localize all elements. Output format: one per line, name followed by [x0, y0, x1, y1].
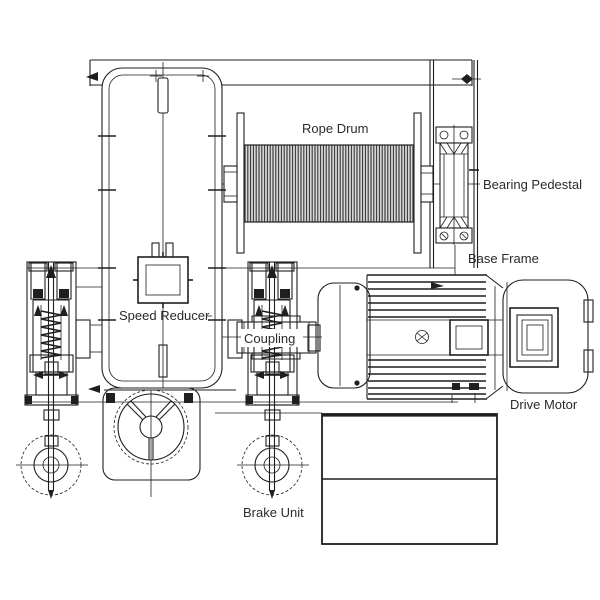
label-speed-reducer: Speed Reducer [119, 308, 210, 323]
brake-unit-center [227, 261, 310, 500]
label-brake-unit: Brake Unit [243, 505, 304, 520]
label-base-frame: Base Frame [468, 251, 539, 266]
label-bearing-pedestal: Bearing Pedestal [483, 177, 582, 192]
label-rope-drum: Rope Drum [302, 121, 368, 136]
labels: Rope Drum Bearing Pedestal Base Frame Sp… [119, 121, 582, 520]
brake-unit-left [15, 261, 102, 500]
label-coupling: Coupling [244, 331, 295, 346]
drive-motor [317, 274, 594, 403]
handwheel [102, 387, 201, 497]
control-box [321, 413, 498, 545]
label-drive-motor: Drive Motor [510, 397, 578, 412]
speed-reducer [86, 62, 236, 403]
bearing-pedestal [435, 125, 473, 245]
rope-drum [223, 112, 434, 254]
